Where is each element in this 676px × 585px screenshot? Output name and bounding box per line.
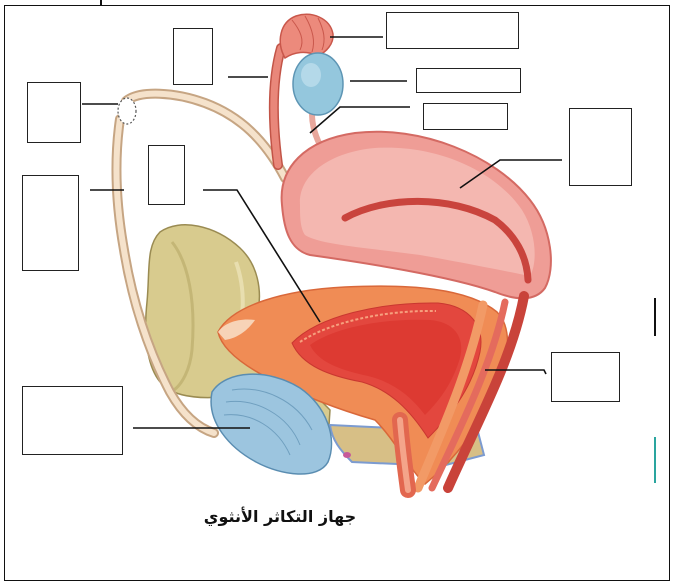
label-box-5: [423, 103, 508, 130]
label-box-9: [551, 352, 620, 402]
label-box-10: [22, 386, 123, 455]
label-box-6: [569, 108, 632, 186]
blue-oval-organ: [293, 53, 343, 115]
label-box-1: [386, 12, 519, 49]
dotted-circle-marker: [118, 98, 136, 124]
top-cap-organ: [280, 14, 333, 58]
label-box-8: [22, 175, 79, 271]
label-box-4: [27, 82, 81, 143]
diagram-caption: جهاز التكاثر الأنثوي: [170, 507, 390, 526]
large-pink-organ: [282, 132, 551, 299]
label-box-2: [173, 28, 213, 85]
central-channel: [400, 420, 408, 490]
label-box-3: [416, 68, 521, 93]
label-box-7: [148, 145, 185, 205]
